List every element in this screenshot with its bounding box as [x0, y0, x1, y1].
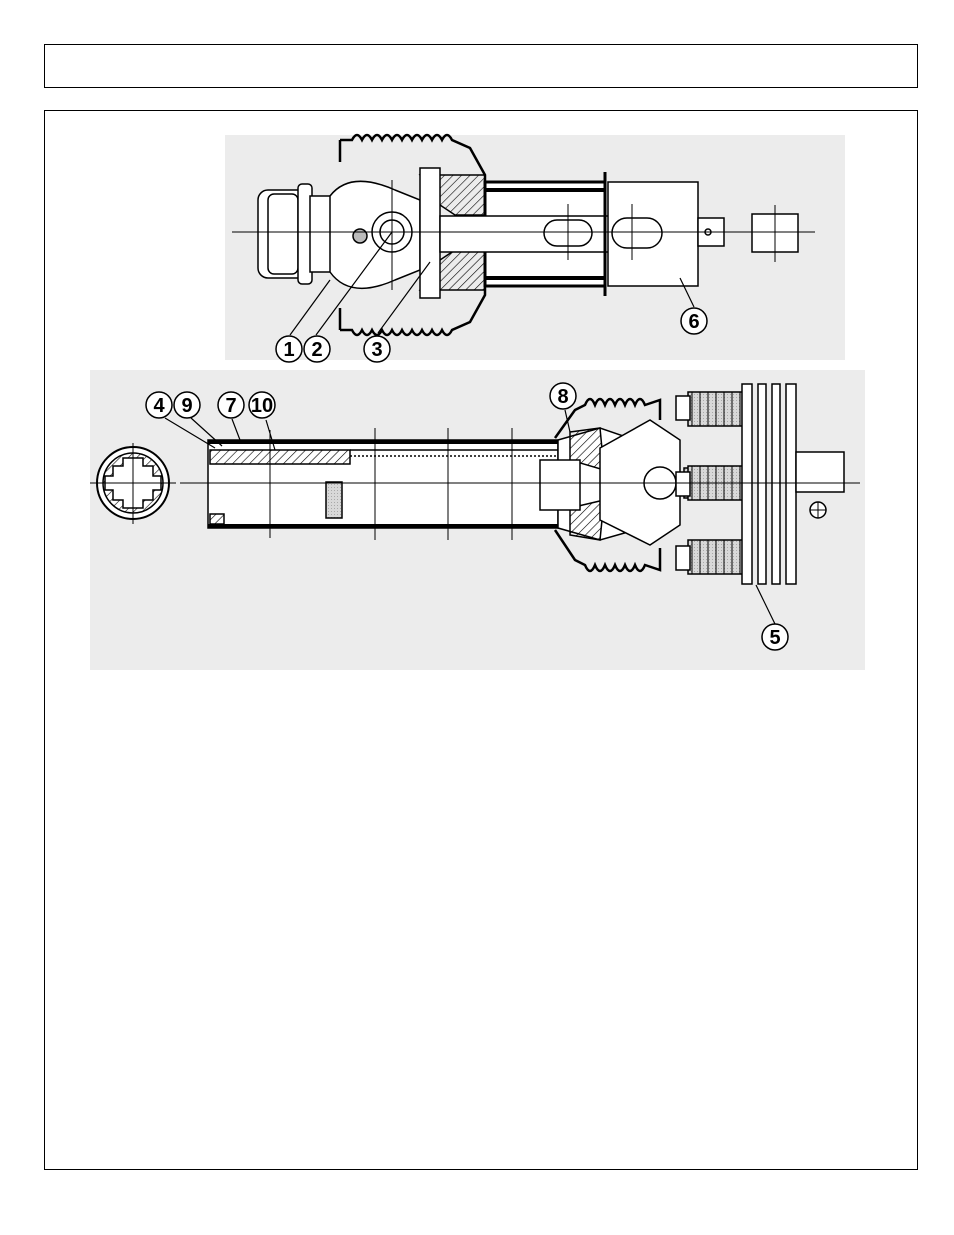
- callout-2: 2: [304, 336, 330, 362]
- svg-text:2: 2: [311, 339, 322, 361]
- svg-text:10: 10: [251, 395, 273, 417]
- callout-1: 1: [276, 336, 302, 362]
- callout-7: 7: [218, 392, 244, 418]
- upper-view: [225, 135, 845, 360]
- callout-8: 8: [550, 383, 576, 409]
- lower-view: [90, 370, 865, 670]
- callout-4: 4: [146, 392, 172, 418]
- lower-outer-tube: [208, 428, 558, 540]
- svg-text:7: 7: [225, 395, 236, 417]
- callout-5: 5: [762, 624, 788, 650]
- svg-text:5: 5: [769, 627, 780, 649]
- svg-text:3: 3: [371, 339, 382, 361]
- svg-text:4: 4: [153, 395, 165, 417]
- svg-text:9: 9: [181, 395, 192, 417]
- svg-text:1: 1: [283, 339, 294, 361]
- callout-3: 3: [364, 336, 390, 362]
- svg-text:8: 8: [557, 386, 568, 408]
- callout-9: 9: [174, 392, 200, 418]
- callout-6: 6: [681, 308, 707, 334]
- svg-text:6: 6: [688, 311, 699, 333]
- callout-10: 10: [249, 392, 275, 418]
